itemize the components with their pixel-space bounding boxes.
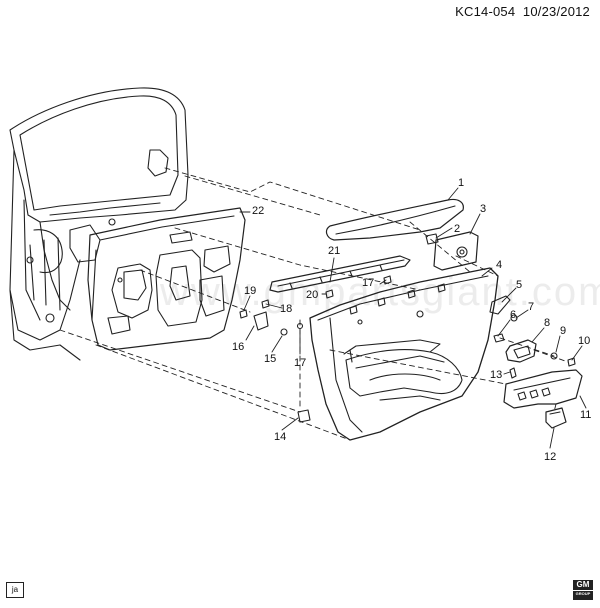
part-8-inside-handle <box>505 339 537 363</box>
part-3-speaker-grille <box>433 231 479 271</box>
gm-logo-sub: GROUP <box>573 590 593 597</box>
callout-12: 12 <box>544 451 556 463</box>
callout-14: 14 <box>274 431 286 443</box>
callout-13: 13 <box>490 369 502 381</box>
part-7-clip <box>510 314 518 322</box>
callout-21: 21 <box>328 245 340 257</box>
callout-10: 10 <box>578 335 590 347</box>
part-12-window-switch <box>545 407 567 429</box>
part-2-fastener <box>425 233 439 245</box>
part-13-screw <box>509 367 517 379</box>
callout-labels: 1 2 3 4 5 6 7 8 9 10 11 12 13 14 15 16 1… <box>232 177 591 463</box>
callout-18: 18 <box>280 303 292 315</box>
door-frame <box>9 87 189 361</box>
diagram-date: 10/23/2012 <box>522 4 590 19</box>
gm-logo-text: GM <box>576 580 590 589</box>
callout-4: 4 <box>496 259 502 271</box>
callout-9: 9 <box>560 325 566 337</box>
part-17-clip-upper <box>383 275 392 285</box>
part-14-clip <box>297 409 311 423</box>
callout-22: 22 <box>252 205 264 217</box>
part-22-water-deflector <box>87 207 246 351</box>
part-18-clip <box>261 299 270 309</box>
assembly-lines <box>59 167 569 441</box>
callout-3: 3 <box>480 203 486 215</box>
part-1-upper-trim-strip <box>325 198 464 241</box>
part-4-door-trim-panel <box>309 267 499 441</box>
part-15-nut <box>280 328 288 336</box>
diagram-header: KC14-054 10/23/2012 <box>455 4 590 19</box>
leader-lines <box>239 187 587 449</box>
part-20-clip <box>325 289 334 299</box>
callout-20: 20 <box>306 289 318 301</box>
part-21-belt-molding <box>269 255 411 293</box>
callout-2: 2 <box>454 223 460 235</box>
callout-6: 6 <box>510 309 516 321</box>
part-11-switch-bezel <box>503 369 583 409</box>
part-16-bracket <box>253 311 269 331</box>
callout-8: 8 <box>544 317 550 329</box>
part-19-clip <box>239 309 248 319</box>
diagram-code: KC14-054 <box>455 4 516 19</box>
part-5-clip <box>489 295 511 315</box>
callout-11: 11 <box>580 409 591 421</box>
part-10-screw <box>567 357 576 367</box>
callout-5: 5 <box>516 279 522 291</box>
callout-7: 7 <box>528 301 534 313</box>
callout-16: 16 <box>232 341 244 353</box>
callout-15: 15 <box>264 353 276 365</box>
gm-logo: GM GROUP <box>573 580 593 600</box>
callout-17-lower: 17 <box>294 357 306 369</box>
callout-19: 19 <box>244 285 256 297</box>
callout-1: 1 <box>458 177 464 189</box>
callout-17-upper: 17 <box>362 277 374 289</box>
corner-tag: ja <box>6 582 24 598</box>
